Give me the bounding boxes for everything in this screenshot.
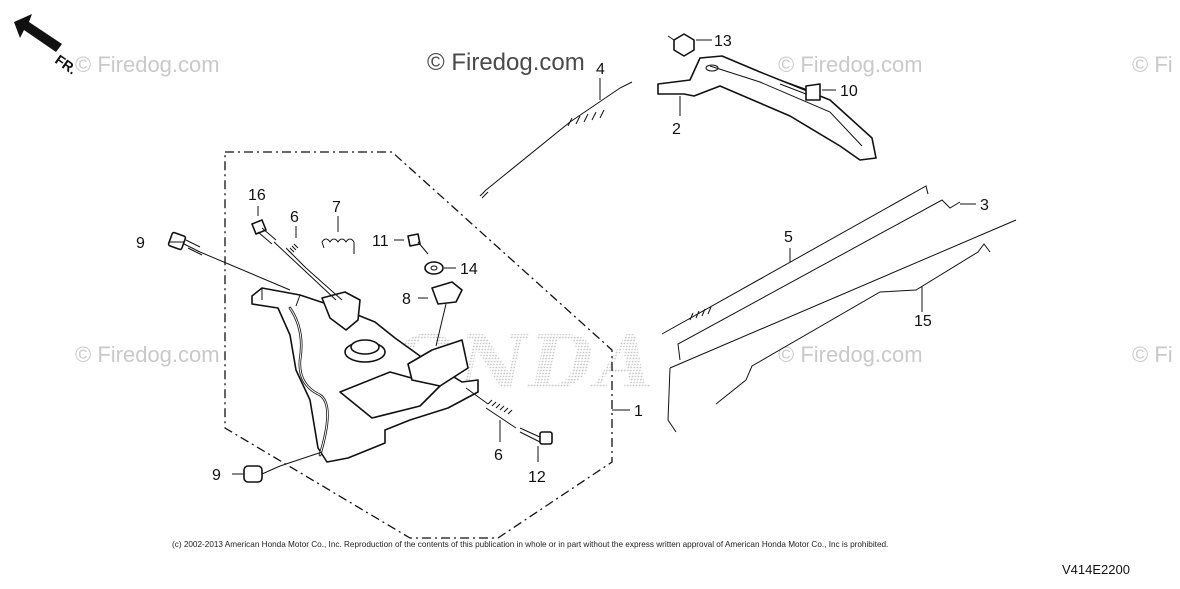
watermark: © Firedog.com: [75, 52, 220, 77]
leader-line: [435, 303, 447, 347]
leader-line: [273, 241, 337, 301]
watermark: © Fi: [1132, 342, 1173, 367]
callout-9: 9: [212, 467, 221, 484]
bolt-16: [251, 219, 277, 245]
rod-3: [667, 199, 1017, 433]
spring-7: [321, 238, 355, 254]
callout-1: 1: [634, 403, 643, 420]
bolt-9-upper: [167, 231, 203, 256]
callout-3: 3: [980, 197, 989, 214]
callout-6: 6: [290, 209, 299, 226]
callout-2: 2: [672, 121, 681, 138]
spring-6-upper: [285, 243, 307, 269]
watermark: © Firedog.com: [75, 342, 220, 367]
bolt-12: [519, 427, 553, 445]
watermark: © Firedog.com: [778, 342, 923, 367]
rod-4: [479, 81, 633, 199]
leader-line: [465, 387, 489, 405]
bolt-10: [779, 79, 821, 101]
callout-7: 7: [332, 199, 341, 216]
washer-14: [424, 261, 444, 275]
callout-13: 13: [714, 33, 732, 50]
callout-5: 5: [784, 229, 793, 246]
watermark-main: © Firedog.com: [427, 49, 585, 76]
bolt-11: [407, 233, 429, 255]
callout-11: 11: [372, 233, 389, 250]
nut-13: [667, 33, 695, 57]
watermark: © Fi: [1132, 52, 1173, 77]
callout-12: 12: [528, 469, 546, 486]
governor-plate-assembly: [251, 287, 479, 463]
leader-line: [199, 251, 291, 291]
callout-10: 10: [840, 83, 858, 100]
callout-4: 4: [596, 61, 605, 78]
callout-16: 16: [248, 187, 266, 204]
spring-6-lower: [485, 399, 517, 429]
watermark: © Firedog.com: [778, 52, 923, 77]
callout-15: 15: [914, 313, 932, 330]
bracket-2: [657, 55, 877, 161]
assembly-boundary: [224, 151, 613, 539]
bolt-9-lower: [243, 465, 281, 483]
callout-9: 9: [136, 235, 145, 252]
rod-15: [715, 243, 991, 405]
callout-14: 14: [460, 261, 478, 278]
front-direction-arrow-icon: [14, 14, 62, 52]
diagram-code: V414E2200: [1062, 562, 1130, 577]
rod-5: [661, 185, 929, 335]
callout-6: 6: [494, 447, 503, 464]
callout-8: 8: [402, 291, 411, 308]
clip-8: [431, 281, 463, 305]
leader-line: [305, 267, 343, 301]
leader-line: [279, 451, 323, 467]
copyright-notice: (c) 2002-2013 American Honda Motor Co., …: [172, 540, 889, 549]
